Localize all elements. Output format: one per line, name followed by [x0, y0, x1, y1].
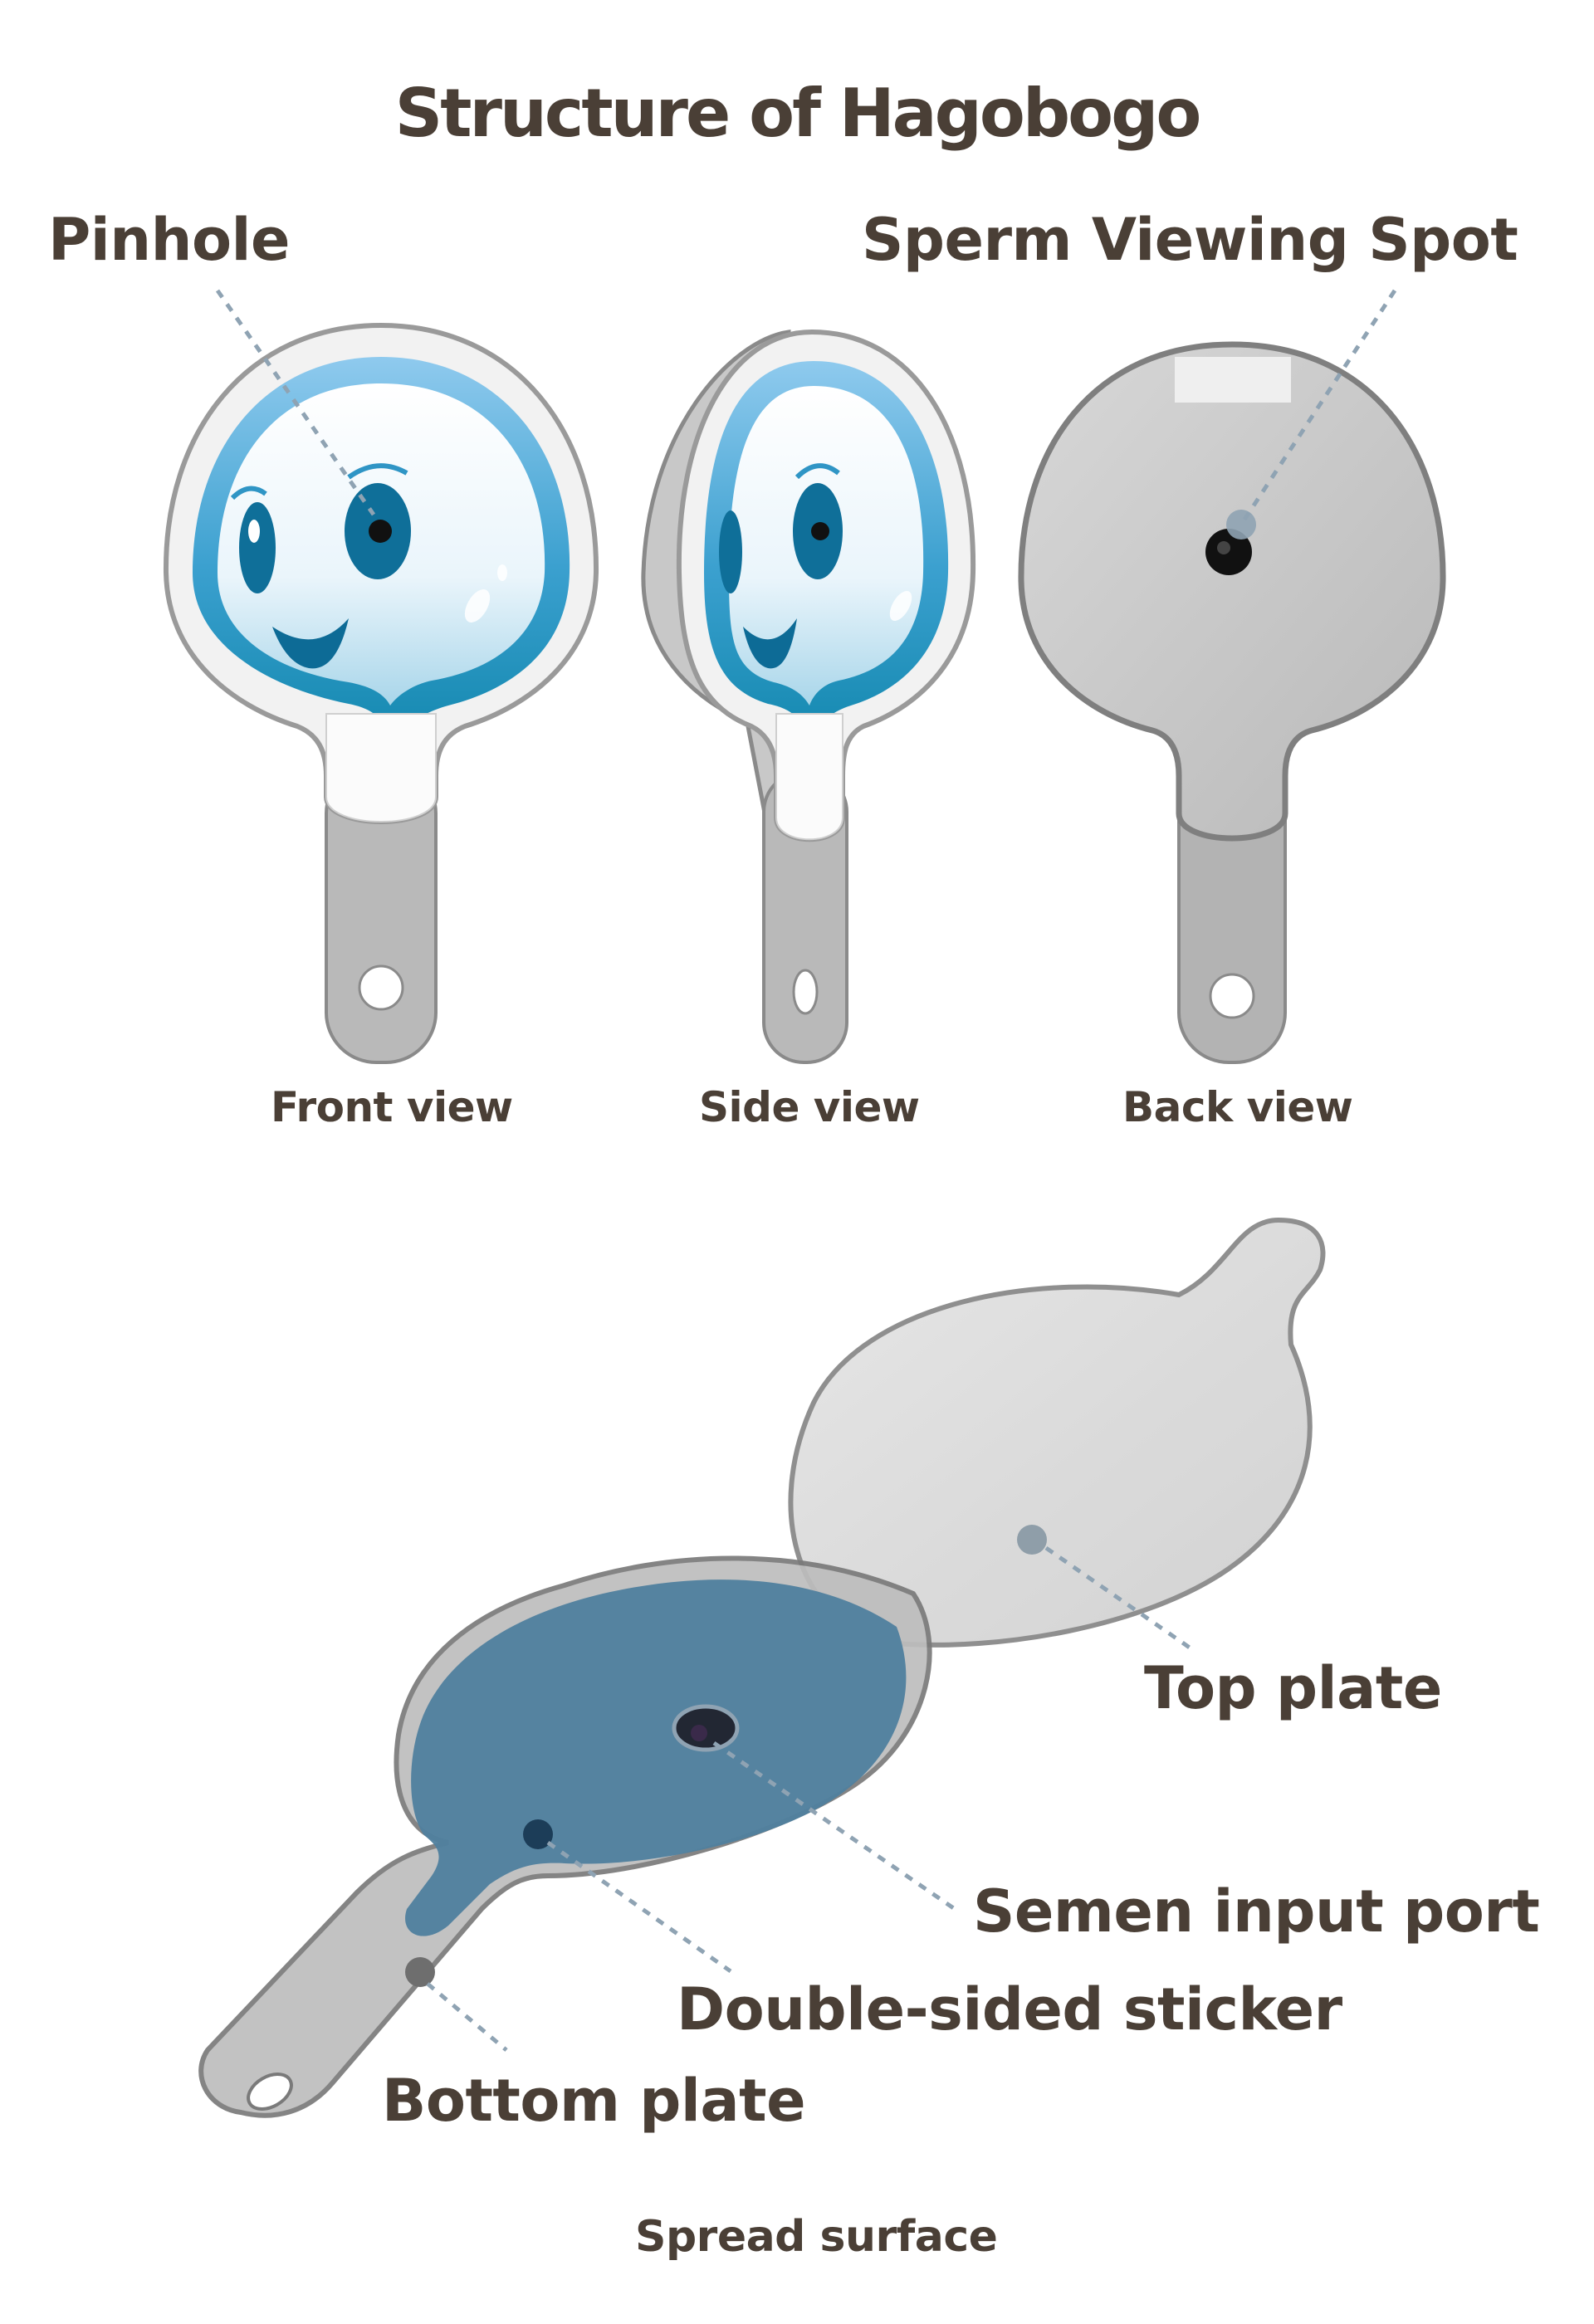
sperm-viewing-spot-label: Sperm Viewing Spot	[862, 206, 1518, 274]
front-view-caption: Front view	[271, 1083, 513, 1131]
back-view-device	[1018, 341, 1446, 1064]
spread-device	[198, 1217, 1326, 2118]
front-hang-hole	[358, 964, 404, 1011]
bottom-plate-label: Bottom plate	[382, 2067, 806, 2135]
top-plate-label: Top plate	[1144, 1654, 1442, 1722]
pinhole-dot-icon	[369, 520, 392, 543]
page-title: Structure of Hagobogo	[394, 75, 1202, 152]
leader-lines	[215, 289, 1397, 2052]
back-view-caption: Back view	[1122, 1083, 1353, 1131]
double-sided-sticker-label: Double-sided sticker	[677, 1975, 1342, 2043]
spread-surface-caption: Spread surface	[635, 2212, 998, 2262]
pinhole-label: Pinhole	[48, 206, 291, 274]
semen-input-port-label: Semen input port	[973, 1877, 1540, 1946]
side-view-device	[641, 329, 976, 1064]
side-view-caption: Side view	[699, 1083, 920, 1131]
front-view-device	[163, 322, 599, 1064]
